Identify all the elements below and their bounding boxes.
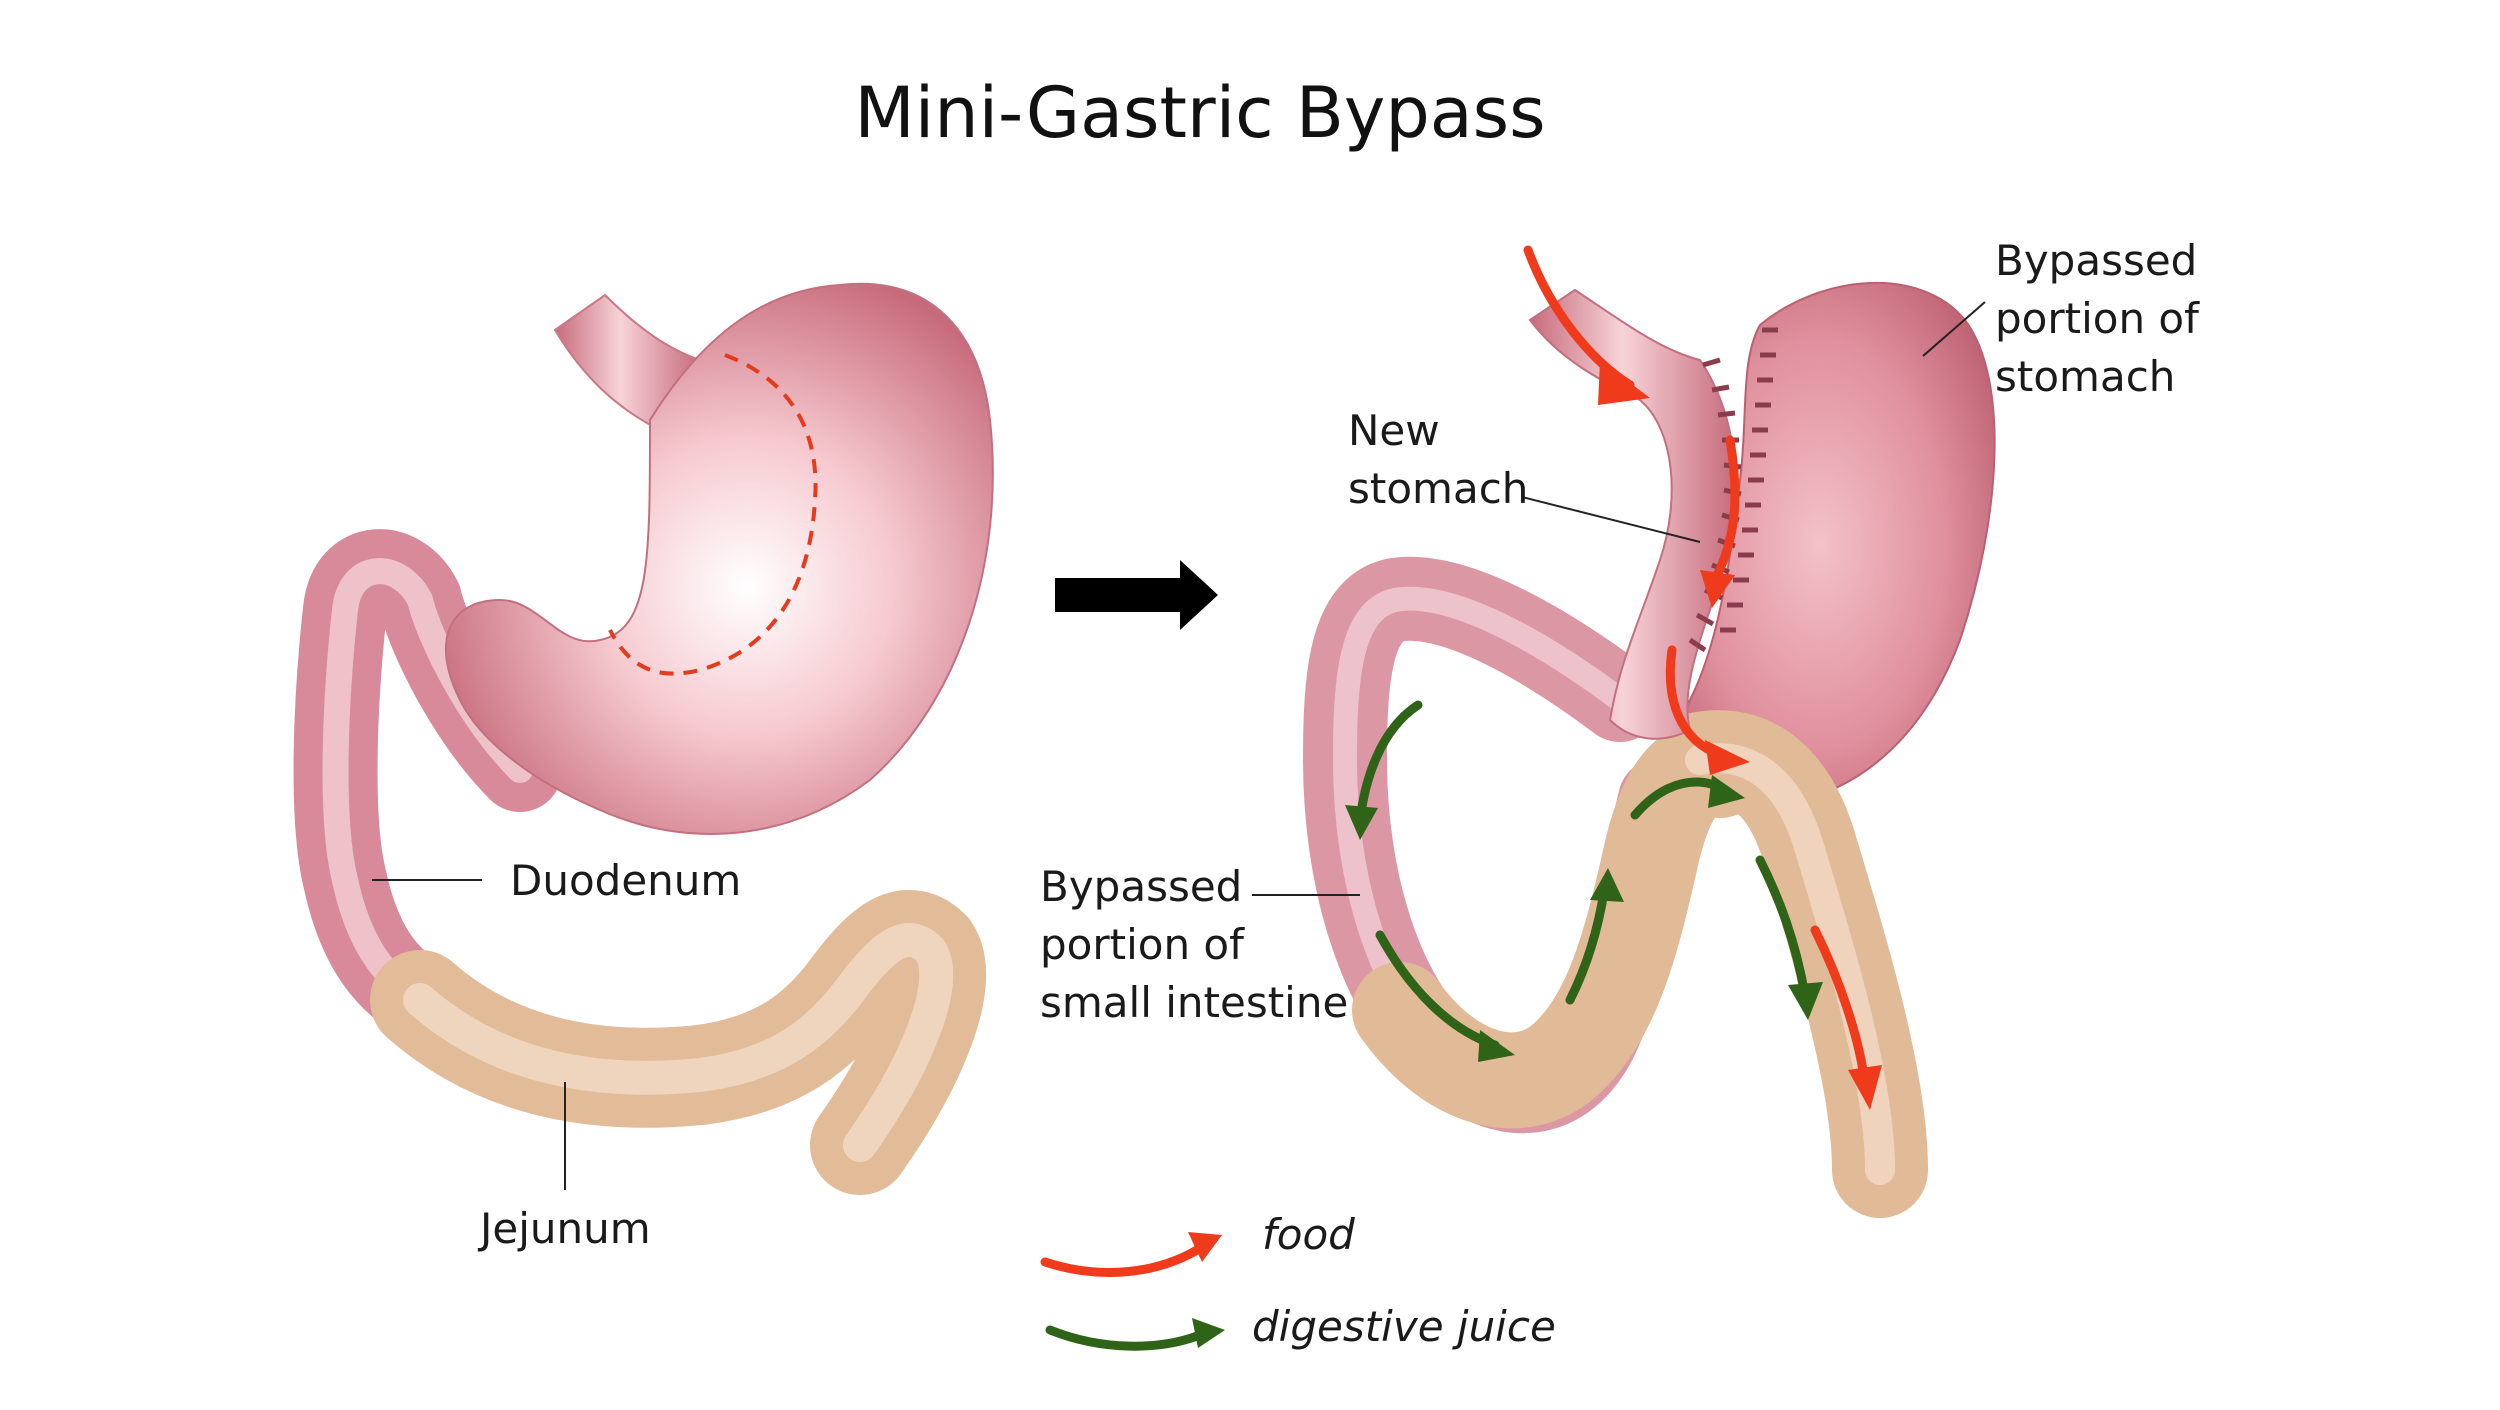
new-stomach-leader (1521, 496, 1701, 543)
bypassed-stomach-leader (1922, 301, 1986, 357)
juice-arrowheads (1345, 775, 1823, 1062)
bypass-anatomy (1302, 245, 1996, 1218)
food-arrow (1710, 435, 1740, 585)
stomach-shape (444, 282, 994, 835)
label-new-stomach: New stomach (1348, 406, 1529, 513)
juice-arrow (1755, 855, 1810, 1000)
label-bypassed-stomach: Bypassed portion of stomach (1995, 236, 2199, 401)
legend-juice-label: digestive juice (1252, 1302, 1556, 1351)
juice-arrow (1355, 700, 1423, 825)
transition-arrow (1055, 560, 1218, 630)
staple-line-remnant (1720, 327, 1778, 633)
legend-food-icon (1040, 1232, 1222, 1277)
food-arrowheads (1598, 360, 1882, 1110)
label-bypassed-intestine: Bypassed portion of small intestine (1040, 862, 1349, 1027)
label-duodenum: Duodenum (510, 856, 742, 905)
label-jejunum: Jejunum (480, 1204, 651, 1253)
resection-line (608, 353, 818, 676)
legend-food-label: food (1262, 1210, 1355, 1259)
new-stomach-pouch (1528, 288, 1737, 740)
diagram-title: Mini-Gastric Bypass (854, 72, 1546, 154)
normal-anatomy (293, 282, 994, 1195)
legend-juice-icon (1045, 1318, 1225, 1351)
